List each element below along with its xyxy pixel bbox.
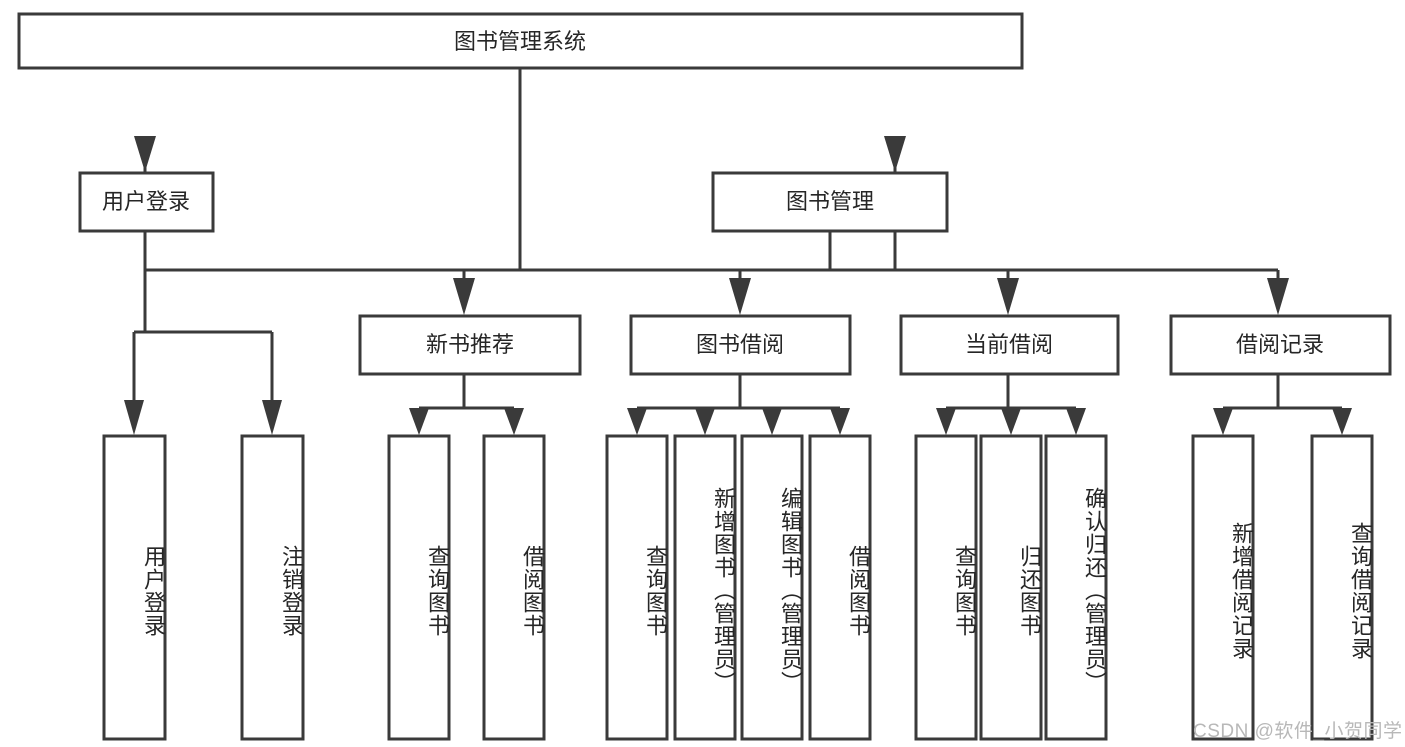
node-user-login-label: 用户登录 bbox=[102, 189, 190, 214]
arrow-head-leaf-nbr-2 bbox=[504, 408, 524, 435]
node-leaf-nbr-1-box[interactable] bbox=[387, 434, 451, 741]
node-leaf-br-2-box[interactable] bbox=[1310, 434, 1374, 741]
node-book-borrow-box[interactable] bbox=[629, 314, 852, 376]
node-current-borrow-label: 当前借阅 bbox=[965, 332, 1053, 357]
node-leaf-nbr-2-box[interactable] bbox=[482, 434, 546, 741]
arrow-head-leaf-user-login-2 bbox=[262, 400, 282, 435]
arrow-head-leaf-br-2 bbox=[1332, 408, 1352, 435]
node-book-borrow-label: 图书借阅 bbox=[696, 332, 784, 357]
node-leaf-bb-2-box[interactable] bbox=[673, 434, 737, 741]
node-borrow-record-box[interactable] bbox=[1169, 314, 1392, 376]
node-leaf-bb-4-box[interactable] bbox=[808, 434, 872, 741]
arrow-head-borrow-record bbox=[1267, 278, 1289, 315]
node-leaf-br-1-box[interactable] bbox=[1191, 434, 1255, 741]
arrow-head-current-borrow bbox=[997, 278, 1019, 315]
arrow-head-book-borrow bbox=[729, 278, 751, 315]
csdn-watermark: CSDN @软件_小贺同学 bbox=[1193, 721, 1403, 742]
arrow-head-user-login bbox=[134, 136, 156, 172]
arrow-head-leaf-bb-1 bbox=[627, 408, 647, 435]
connector-group-user-login bbox=[124, 232, 282, 435]
node-book-manage-label: 图书管理 bbox=[786, 189, 874, 214]
node-leaf-cb-2-box[interactable] bbox=[979, 434, 1043, 741]
node-new-book-recommend-box[interactable] bbox=[358, 314, 582, 376]
node-leaf-bb-1-box[interactable] bbox=[605, 434, 669, 741]
arrow-head-leaf-user-login-1 bbox=[124, 400, 144, 435]
arrow-head-leaf-bb-2 bbox=[695, 408, 715, 435]
connector-group-new-book-recommend bbox=[409, 375, 524, 435]
node-leaf-bb-3-box[interactable] bbox=[740, 434, 804, 741]
connector-group-root bbox=[134, 68, 906, 272]
node-leaf-cb-3-box[interactable] bbox=[1044, 434, 1108, 741]
node-root-label: 图书管理系统 bbox=[454, 29, 586, 54]
connector-group-book-manage bbox=[453, 232, 1289, 315]
connector-group-current-borrow bbox=[936, 375, 1086, 435]
arrow-head-leaf-cb-2 bbox=[1001, 408, 1021, 435]
node-current-borrow-box[interactable] bbox=[899, 314, 1120, 376]
node-borrow-record-label: 借阅记录 bbox=[1236, 332, 1324, 357]
node-leaf-user-login-1-box[interactable] bbox=[102, 434, 167, 741]
node-leaf-user-login-2-box[interactable] bbox=[240, 434, 305, 741]
connector-group-book-borrow bbox=[627, 375, 850, 435]
arrow-head-leaf-br-1 bbox=[1213, 408, 1233, 435]
node-new-book-recommend-label: 新书推荐 bbox=[426, 332, 514, 357]
connector-group-borrow-record bbox=[1213, 375, 1352, 435]
arrow-head-leaf-nbr-1 bbox=[409, 408, 429, 435]
node-leaf-cb-1-box[interactable] bbox=[914, 434, 978, 741]
node-user-login-box[interactable] bbox=[78, 171, 215, 233]
arrow-head-book-manage bbox=[884, 136, 906, 172]
arrow-head-new-book-recommend bbox=[453, 278, 475, 315]
arrow-head-leaf-bb-3 bbox=[762, 408, 782, 435]
node-book-manage-box[interactable] bbox=[711, 171, 949, 233]
arrow-head-leaf-bb-4 bbox=[830, 408, 850, 435]
node-root-box[interactable] bbox=[17, 12, 1024, 70]
arrow-head-leaf-cb-3 bbox=[1066, 408, 1086, 435]
arrow-head-leaf-cb-1 bbox=[936, 408, 956, 435]
